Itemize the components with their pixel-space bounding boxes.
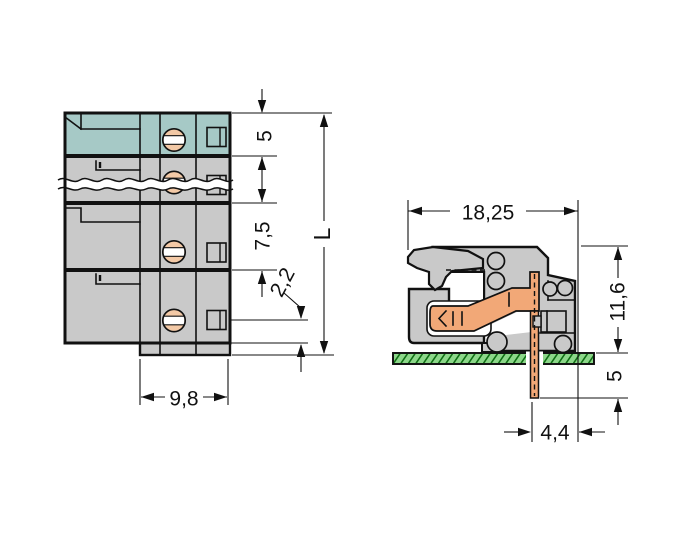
- pcb: [392, 352, 595, 365]
- body-outline: [63, 111, 232, 345]
- side-dimensions: 18,25 11,6 5 4,4: [407, 200, 629, 444]
- pole-section-bottom: [95, 273, 227, 333]
- bottom-protrusion: [138, 341, 232, 357]
- clamp-block: [540, 310, 567, 333]
- dim-top-section-height: 5: [253, 130, 276, 142]
- mating-section-teal: [65, 113, 230, 157]
- latch-beak: [406, 245, 485, 292]
- pole-section-top: [63, 113, 227, 153]
- contact-spring: [429, 271, 540, 332]
- side-view: 18,25 11,6 5 4,4: [392, 200, 629, 444]
- dim-pole-pitch: 7,5: [251, 221, 274, 250]
- contact-opening: [206, 242, 227, 263]
- break-line: [57, 177, 234, 191]
- dim-overall-depth: 18,25: [462, 201, 515, 224]
- screw-icon: [161, 308, 187, 333]
- front-view: 5 7,5 2,2 L 9,8: [57, 89, 335, 410]
- screw-icon: [161, 239, 187, 265]
- screw-icon: [161, 127, 187, 153]
- housing-circles: [486, 251, 574, 354]
- pole-section-broken: [95, 160, 227, 196]
- dim-height-above-pcb: 11,6: [606, 282, 629, 321]
- dim-pin-to-rear-edge: 4,4: [540, 421, 570, 444]
- housing-internal-lines: [139, 112, 197, 344]
- dim-pin-length-below-pcb: 5: [603, 370, 626, 382]
- contact-opening: [206, 309, 227, 331]
- pole-section-middle: [64, 207, 227, 265]
- spring-detail-marks: [437, 292, 510, 328]
- pin-clamp: [532, 315, 542, 328]
- dim-protrusion-width: 9,8: [169, 387, 198, 410]
- dim-total-length: L: [309, 227, 335, 240]
- contact-opening: [206, 126, 227, 148]
- mating-opening: [406, 273, 483, 301]
